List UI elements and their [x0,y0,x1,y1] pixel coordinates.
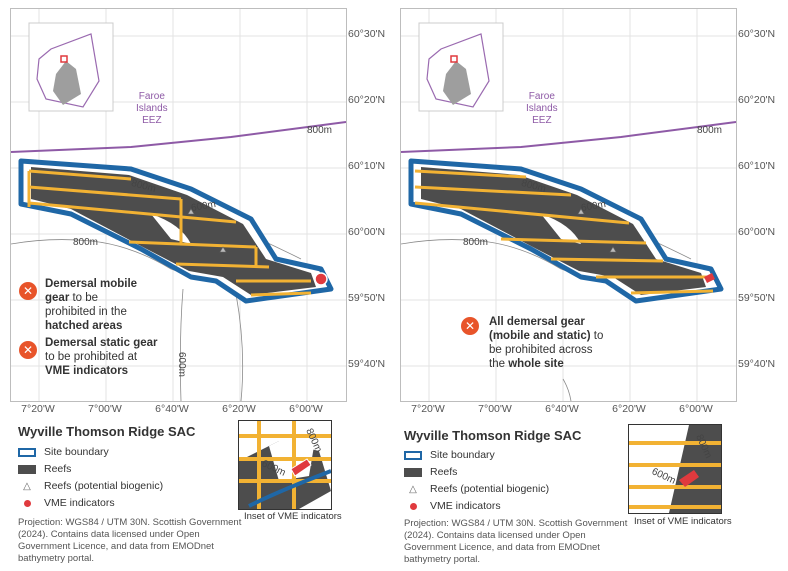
map-all-gear[interactable]: Faroe Islands EEZ 800m 800m 800m 600m ✕ … [400,8,737,402]
lat-label: 60°30'N [348,28,386,40]
prohibited-icon: ✕ [461,317,479,335]
map-canvas [11,9,346,401]
lon-label: 6°40'W [155,403,189,415]
lon-label: 7°20'W [21,403,55,415]
legend-vme: VME indicators [18,497,115,509]
legend-title: Wyville Thomson Ridge SAC [18,424,196,439]
triangle-icon: △ [23,480,31,492]
inset-caption: Inset of VME indicators [244,511,342,522]
lon-label: 7°00'W [88,403,122,415]
lon-label: 6°20'W [222,403,256,415]
contour-label-800-top: 800m [307,125,333,136]
potential-biogenic-reef [219,246,227,253]
lat-label: 60°10'N [738,160,776,172]
legend-site-boundary: Site boundary [18,446,109,458]
legend-reefs-potential: △Reefs (potential biogenic) [18,480,163,492]
legend-reefs: Reefs [404,466,457,478]
legend-site-boundary: Site boundary [404,449,495,461]
lon-label: 6°20'W [612,403,646,415]
rule-static-gear: Demersal static gear to be prohibited at… [45,337,158,377]
hatched-whole-site [414,169,714,295]
lat-label: 59°40'N [738,358,776,370]
lat-label: 60°00'N [348,226,386,238]
potential-biogenic-reef [187,208,195,215]
legend-reefs-potential: △Reefs (potential biogenic) [404,483,549,495]
rule-all-gear: All demersal gear (mobile and static) to… [489,316,604,370]
lat-label: 59°50'N [738,292,776,304]
contour-label-800-low: 800m [463,237,489,248]
lon-label: 6°00'W [679,403,713,415]
lon-label: 7°00'W [478,403,512,415]
potential-biogenic-reef [609,246,617,253]
lat-label: 60°20'N [348,94,386,106]
lat-label: 60°30'N [738,28,776,40]
potential-biogenic-reef [577,208,585,215]
contour-label-800-low: 800m [73,237,99,248]
legend-reefs: Reefs [18,463,71,475]
lat-label: 60°10'N [348,160,386,172]
contour-label-600-vertical: 600m [176,351,188,378]
lat-label: 60°00'N [738,226,776,238]
inset-caption: Inset of VME indicators [634,516,732,527]
vme-inset-map[interactable]: 800m 600m [628,424,722,514]
locator-inset [418,22,504,112]
legend-vme: VME indicators [404,500,501,512]
vme-indicator [704,273,715,283]
lon-label: 6°00'W [289,403,323,415]
prohibited-icon: ✕ [19,341,37,359]
right-panel: Faroe Islands EEZ 800m 800m 800m 600m ✕ … [394,0,788,571]
vme-inset-map[interactable]: 800m 600m [238,420,332,510]
eez-boundary-line [11,121,346,153]
lon-label: 6°40'W [545,403,579,415]
lat-label: 59°50'N [348,292,386,304]
contour-label-800-top: 800m [697,125,723,136]
lat-label: 59°40'N [348,358,386,370]
credit-text: Projection: WGS84 / UTM 30N. Scottish Go… [404,518,628,565]
lat-label: 60°20'N [738,94,776,106]
triangle-icon: △ [409,483,417,495]
lon-label: 7°20'W [411,403,445,415]
prohibited-icon: ✕ [19,282,37,300]
legend-title: Wyville Thomson Ridge SAC [404,428,582,443]
eez-label: Faroe Islands EEZ [526,91,558,126]
map-canvas [401,9,736,401]
eez-label: Faroe Islands EEZ [136,91,168,126]
left-panel: Faroe Islands EEZ 800m 800m 800m 600m 60… [10,8,386,564]
map-mobile-static[interactable]: Faroe Islands EEZ 800m 800m 800m 600m 60… [10,8,347,402]
locator-inset [28,22,114,112]
rule-mobile-gear: Demersal mobile gear to be prohibited in… [45,278,138,332]
credit-text: Projection: WGS84 / UTM 30N. Scottish Go… [18,517,242,564]
eez-boundary-line [401,121,736,153]
vme-indicator [314,272,328,286]
hatched-areas [27,169,312,297]
